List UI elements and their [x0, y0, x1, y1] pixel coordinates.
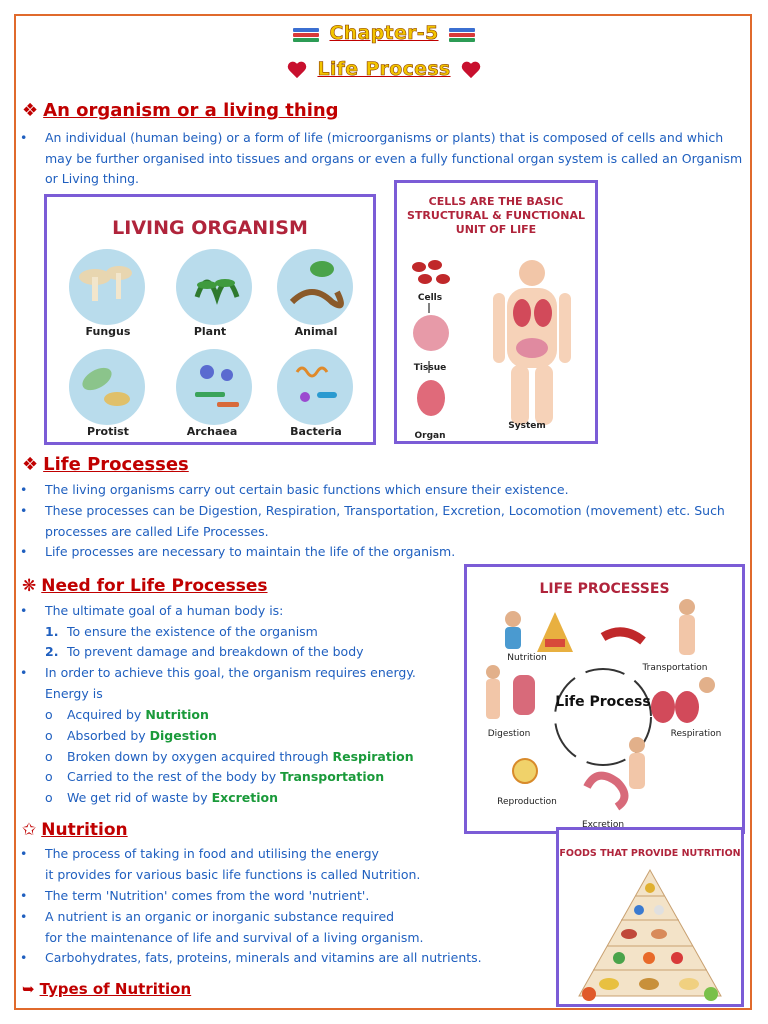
figure-title: CELLS ARE THE BASIC STRUCTURAL & FUNCTIO…	[407, 195, 585, 236]
section-heading-types-of-nutrition: ➥Types of Nutrition	[22, 980, 192, 998]
organism-circles	[69, 249, 353, 425]
life-process-cycle	[486, 599, 715, 811]
figure-title: LIFE PROCESSES	[539, 581, 670, 597]
bullet-nutrition-3: •A nutrient is an organic or inorganic s…	[20, 909, 395, 924]
section-heading-nutrition: ✩Nutrition	[22, 820, 128, 840]
star-icon: ✩	[22, 820, 37, 840]
bullet-organism-definition: •An individual (human being) or a form o…	[20, 130, 743, 186]
food-pyramid	[578, 868, 722, 1001]
bullet-nutrition-2: •The term 'Nutrition' comes from the wor…	[20, 888, 370, 903]
label-system: System	[508, 421, 546, 431]
numbered-item-2: 2.To prevent damage and breakdown of the…	[45, 644, 364, 659]
cycle-center-label: Life Process	[555, 694, 651, 710]
heart-icon	[287, 62, 307, 80]
section-heading-organism: ❖An organism or a living thing	[22, 100, 339, 121]
label-protist: Protist	[87, 425, 129, 438]
title-header: Life Process	[0, 58, 768, 81]
chapter-header: Chapter-5	[0, 22, 768, 44]
label-animal: Animal	[294, 325, 338, 338]
section-heading-life-processes: ❖Life Processes	[22, 454, 189, 475]
bullet-nutrition-1: •The process of taking in food and utili…	[20, 846, 379, 861]
label-cells: Cells	[417, 293, 443, 303]
books-icon	[293, 27, 320, 42]
diamond-icon: ❖	[22, 454, 39, 475]
diamond-icon: ❖	[22, 100, 39, 121]
label-fungus: Fungus	[85, 325, 131, 338]
cells-figure: CELLS ARE THE BASIC STRUCTURAL & FUNCTIO…	[394, 180, 598, 444]
label-respiration: Respiration	[670, 729, 722, 739]
bullet-life-processes-3: •Life processes are necessary to maintai…	[20, 544, 456, 559]
foods-figure: FOODS THAT PROVIDE NUTRITION	[556, 827, 744, 1007]
figure-title: LIVING ORGANISM	[112, 217, 308, 239]
books-icon	[448, 27, 475, 42]
bullet-life-processes-2: •These processes can be Digestion, Respi…	[20, 503, 725, 539]
bullet-life-processes-1: •The living organisms carry out certain …	[20, 482, 569, 497]
label-archaea: Archaea	[186, 425, 238, 438]
section-heading-need: ❋Need for Life Processes	[22, 576, 268, 596]
figure-title: FOODS THAT PROVIDE NUTRITION	[559, 848, 741, 859]
bullet-nutrition-3-cont: for the maintenance of life and survival…	[45, 930, 424, 945]
arrow-icon: ➥	[22, 980, 35, 998]
label-bacteria: Bacteria	[290, 425, 342, 438]
bullet-nutrition-4: •Carbohydrates, fats, proteins, minerals…	[20, 950, 482, 965]
heart-icon	[461, 62, 481, 80]
label-plant: Plant	[193, 325, 227, 338]
page-border	[14, 14, 752, 1010]
label-digestion: Digestion	[487, 729, 531, 739]
label-nutrition: Nutrition	[507, 653, 547, 663]
chapter-label: Chapter-5	[329, 22, 439, 45]
life-processes-figure: LIFE PROCESSES Life Process Nutrition Tr…	[464, 564, 745, 834]
energy-is-label: Energy is	[45, 686, 103, 701]
sun-icon: ❋	[22, 576, 37, 596]
label-reproduction: Reproduction	[497, 797, 557, 807]
label-excretion: Excretion	[581, 820, 625, 830]
label-organ: Organ	[414, 431, 446, 441]
label-tissue: Tissue	[413, 363, 447, 373]
numbered-item-1: 1.To ensure the existence of the organis…	[45, 624, 318, 639]
bullet-energy: •In order to achieve this goal, the orga…	[20, 665, 416, 680]
bullet-goal: •The ultimate goal of a human body is:	[20, 603, 284, 618]
cell-hierarchy-illustration	[412, 260, 571, 425]
label-transportation: Transportation	[642, 663, 708, 673]
page-title: Life Process	[317, 58, 451, 81]
living-organism-figure: LIVING ORGANISM Fungus Plant Animal Prot…	[44, 194, 376, 445]
bullet-nutrition-1-cont: it provides for various basic life funct…	[45, 867, 421, 882]
